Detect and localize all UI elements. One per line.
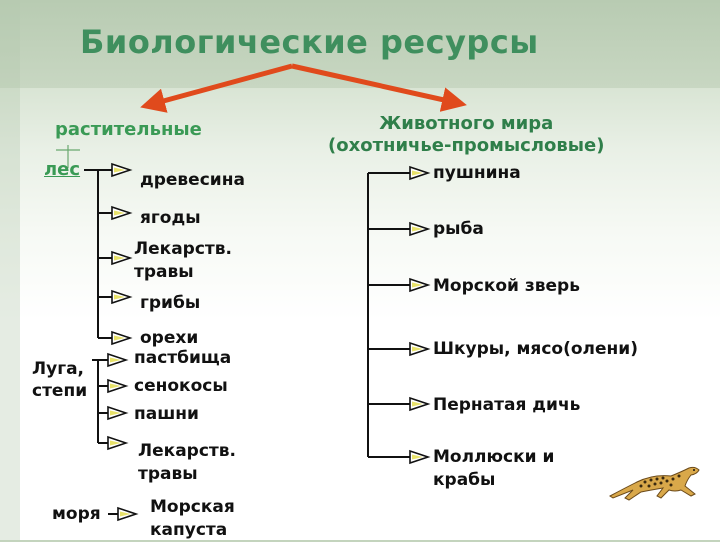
meadow-item-haylands: сенокосы (134, 376, 228, 396)
forest-label: лес (44, 159, 81, 180)
cheetah-icon (609, 466, 700, 501)
page-title: Биологические ресурсы (80, 23, 539, 61)
sea-label: моря (52, 504, 101, 524)
animal-item-sea-mammals: Морской зверь (433, 276, 580, 296)
meadow-bracket (92, 359, 99, 443)
forest-item-timber: древесина (140, 170, 245, 190)
animal-label-line2: (охотничье-промысловые) (328, 135, 605, 156)
side-stripe (0, 0, 20, 540)
animal-item-mollusks-line1: Моллюски и (433, 447, 555, 467)
animal-item-mollusks: Моллюски и крабы (433, 446, 554, 492)
meadow-item-herbs: Лекарств. травы (138, 440, 236, 486)
meadow-label-line1: Луга, (32, 359, 85, 379)
plant-resources-label: растительные (55, 119, 202, 140)
forest-item-mushrooms: грибы (140, 293, 201, 313)
split-arrow-right (291, 63, 467, 112)
forest-item-herbs-line2: травы (134, 262, 194, 282)
meadow-item-herbs-line1: Лекарств. (138, 441, 236, 461)
animal-resources-label: Животного мира (охотничье-промысловые) (328, 113, 604, 157)
forest-item-herbs: Лекарств. травы (134, 238, 232, 284)
animal-item-game-birds: Пернатая дичь (433, 395, 581, 415)
split-arrow-left (140, 63, 293, 113)
meadow-item-arable: пашни (134, 404, 199, 424)
sea-item-kelp: Морская капуста (150, 496, 235, 542)
meadow-item-herbs-line2: травы (138, 464, 198, 484)
forest-item-herbs-line1: Лекарств. (134, 239, 232, 259)
animal-item-fur: пушнина (433, 163, 521, 183)
forest-bracket (84, 169, 99, 338)
meadow-label: Луга, степи (32, 358, 87, 402)
animal-item-fish: рыба (433, 219, 484, 239)
forest-item-nuts: орехи (140, 328, 199, 348)
header-band (0, 0, 720, 88)
meadow-item-pastures: пастбища (134, 348, 232, 368)
sea-item-kelp-line2: капуста (150, 520, 228, 540)
animal-item-deer: Шкуры, мясо(олени) (433, 339, 638, 359)
animal-label-line1: Животного мира (379, 113, 554, 134)
meadow-label-line2: степи (32, 381, 88, 401)
forest-item-berries: ягоды (140, 208, 201, 228)
sea-item-kelp-line1: Морская (150, 497, 235, 517)
animal-item-mollusks-line2: крабы (433, 470, 496, 490)
